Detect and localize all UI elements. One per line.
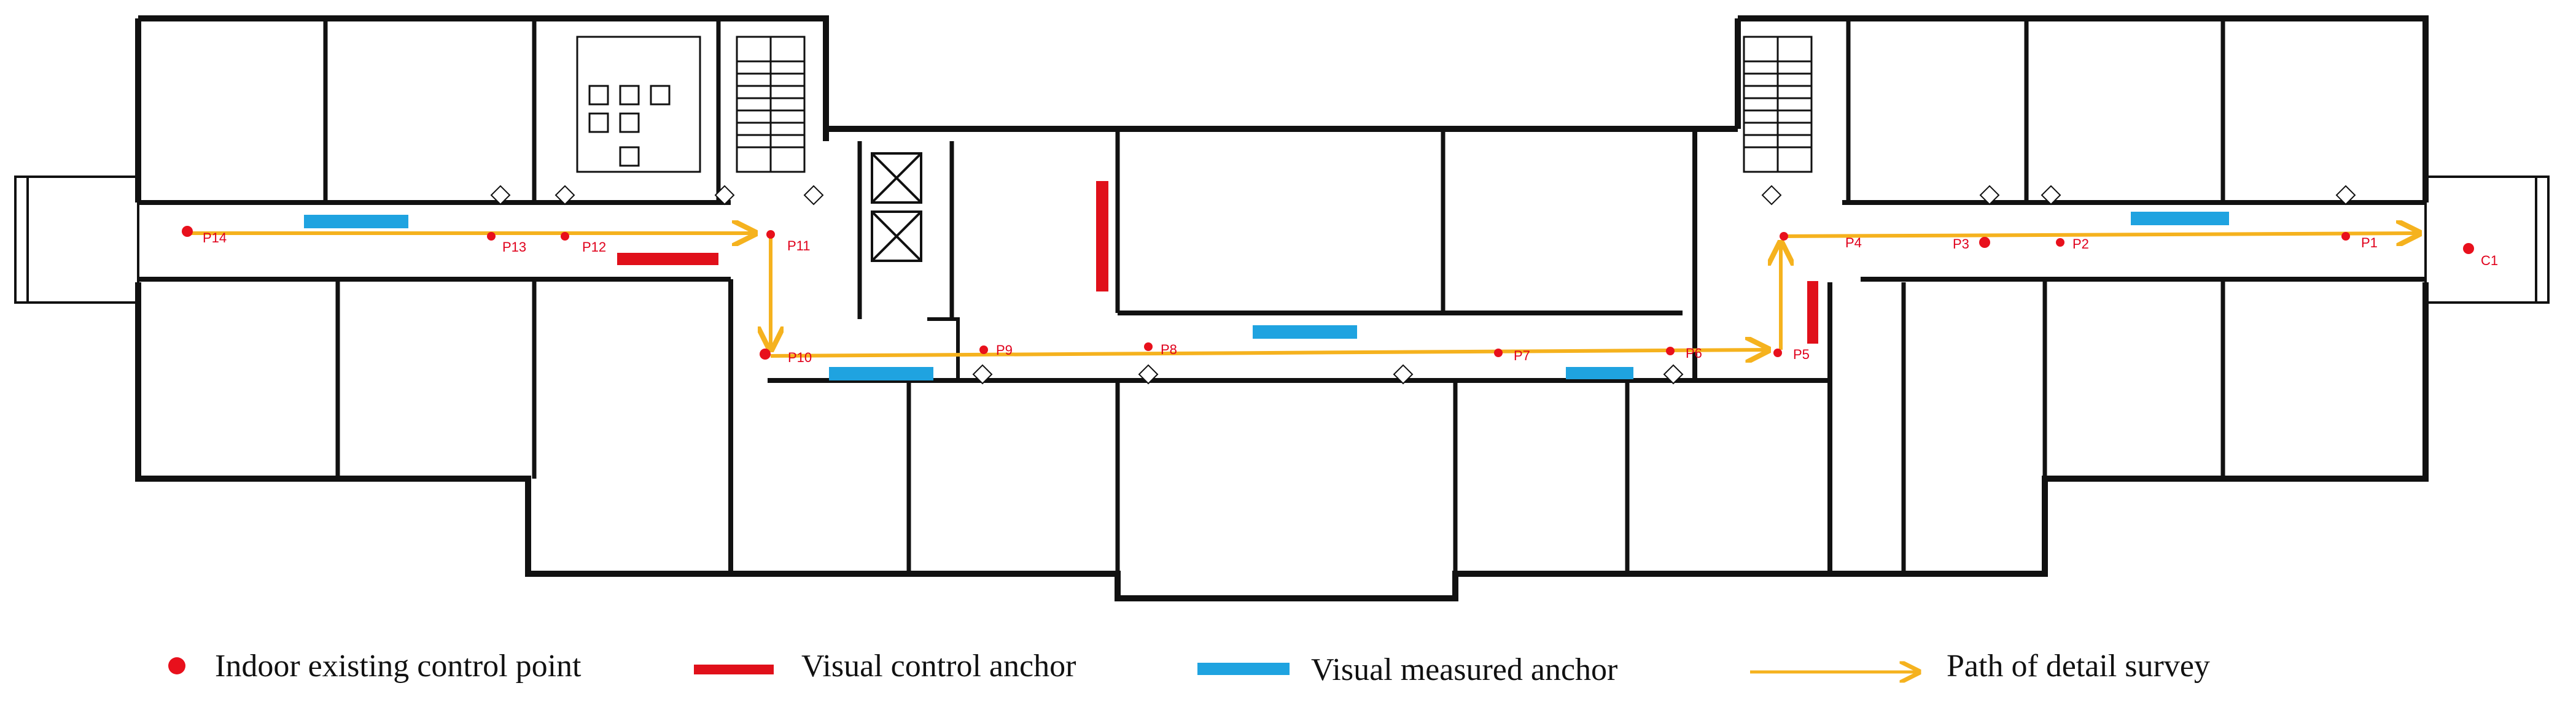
legend: Indoor existing control point Visual con… — [168, 649, 2210, 687]
legend-control-anchor-swatch — [694, 665, 774, 674]
restroom-fixtures — [576, 36, 701, 173]
path-segment-3 — [770, 350, 1769, 356]
label-p11: P11 — [787, 238, 811, 253]
legend-item-visual-control-anchor: Visual control anchor — [694, 649, 1076, 684]
control-anchor-1 — [617, 253, 718, 265]
interior-partitions — [323, 18, 2225, 574]
label-p4: P4 — [1845, 235, 1862, 250]
label-p6: P6 — [1686, 345, 1702, 361]
legend-measured-anchor-label: Visual measured anchor — [1311, 652, 1617, 687]
legend-control-anchor-label: Visual control anchor — [801, 649, 1076, 684]
stairwell-left — [736, 36, 806, 173]
legend-control-point-label: Indoor existing control point — [215, 649, 582, 684]
legend-item-survey-path: Path of detail survey — [1750, 649, 2210, 684]
label-p13: P13 — [502, 239, 526, 255]
point-p12 — [561, 232, 569, 241]
path-segment-5 — [1783, 233, 2419, 236]
measured-anchor-4 — [1566, 367, 1633, 379]
point-p10 — [760, 349, 771, 360]
point-p9 — [979, 345, 988, 354]
label-p2: P2 — [2072, 236, 2089, 252]
label-p1: P1 — [2361, 235, 2378, 250]
measured-anchor-1 — [304, 215, 408, 228]
point-labels: P14 P13 P12 P11 P10 P9 P8 P7 P6 P5 P4 P3… — [203, 230, 2498, 365]
label-p3: P3 — [1953, 236, 1969, 252]
entrance-right — [2424, 176, 2550, 304]
point-p7 — [1494, 349, 1503, 357]
point-p1 — [2341, 232, 2350, 241]
label-p9: P9 — [996, 342, 1013, 358]
stairwell-right — [1743, 36, 1813, 173]
label-p14: P14 — [203, 230, 227, 245]
point-p8 — [1144, 342, 1153, 351]
survey-path — [183, 233, 2419, 356]
visual-measured-anchors — [304, 212, 2229, 380]
label-p10: P10 — [788, 350, 812, 365]
label-c1: C1 — [2481, 253, 2498, 268]
legend-measured-anchor-swatch — [1197, 663, 1290, 675]
point-c1 — [2463, 243, 2474, 254]
label-p8: P8 — [1161, 342, 1177, 357]
measured-anchor-5 — [2131, 212, 2229, 225]
visual-control-anchors — [617, 181, 1818, 344]
label-p5: P5 — [1793, 347, 1810, 362]
measured-anchor-3 — [1253, 325, 1357, 339]
label-p7: P7 — [1514, 348, 1530, 363]
label-p12: P12 — [582, 239, 606, 255]
control-points — [182, 226, 2474, 360]
legend-item-control-point: Indoor existing control point — [168, 649, 582, 684]
control-anchor-3 — [1807, 281, 1818, 344]
point-p13 — [487, 232, 496, 241]
point-p6 — [1666, 347, 1675, 355]
legend-item-visual-measured-anchor: Visual measured anchor — [1197, 652, 1617, 687]
control-anchor-2 — [1096, 181, 1108, 291]
doors — [490, 185, 2356, 385]
point-p2 — [2056, 238, 2064, 247]
entrance-left — [14, 176, 139, 304]
legend-control-point-swatch — [168, 657, 185, 674]
point-p4 — [1780, 232, 1788, 241]
elevators — [871, 152, 922, 262]
legend-survey-path-label: Path of detail survey — [1947, 649, 2210, 684]
point-p11 — [766, 230, 775, 239]
point-p5 — [1773, 349, 1782, 357]
building-walls — [135, 15, 2429, 601]
point-p14 — [182, 226, 193, 237]
measured-anchor-2 — [829, 367, 933, 380]
point-p3 — [1979, 237, 1990, 248]
